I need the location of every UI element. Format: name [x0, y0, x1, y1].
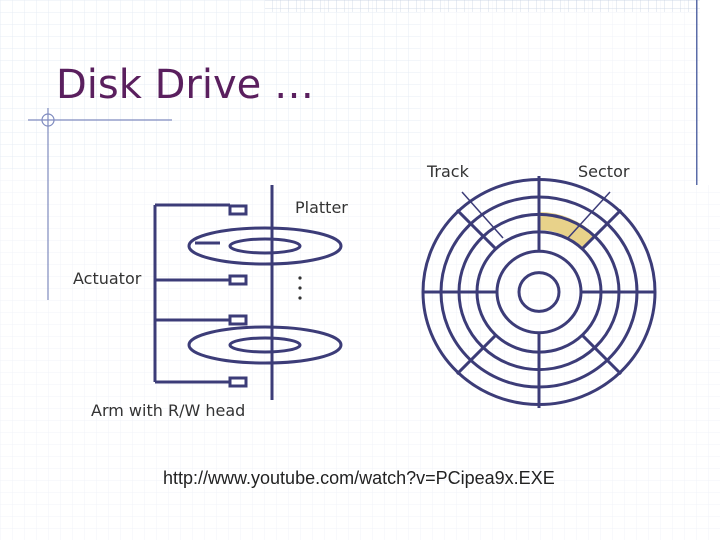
- platter-1-hub: [228, 237, 302, 255]
- sector-boundary-5: [581, 208, 623, 250]
- platter-label: Platter: [295, 198, 348, 217]
- actuator-label: Actuator: [73, 269, 142, 288]
- track-ring-2: [495, 249, 583, 335]
- sector-boundary-7: [581, 334, 623, 376]
- sector-label: Sector: [578, 162, 630, 181]
- track-pointer: [461, 191, 504, 239]
- sector-highlight: [539, 211, 596, 249]
- rw-head-1: [228, 204, 248, 216]
- track-label: Track: [427, 162, 469, 181]
- rw-head-3: [228, 314, 248, 326]
- platter-top-view: [421, 176, 657, 408]
- platter-1: [187, 226, 343, 266]
- rw-head-4: [228, 376, 248, 388]
- platter-stack: [187, 226, 343, 365]
- sector-boundary-6: [455, 334, 497, 376]
- sector-pointer: [567, 191, 611, 239]
- rw-head-2: [228, 274, 248, 286]
- actuator-assembly: [153, 185, 274, 400]
- video-link[interactable]: http://www.youtube.com/watch?v=PCipea9x.…: [163, 468, 555, 488]
- ellipsis-dots: [298, 276, 302, 300]
- arm-label: Arm with R/W head: [91, 401, 246, 420]
- platter-2: [187, 325, 343, 365]
- platter-2-hub: [228, 336, 302, 354]
- track-ring-1: [517, 271, 561, 313]
- slide-title: Disk Drive …: [56, 62, 314, 108]
- sector-boundary-8: [455, 208, 497, 250]
